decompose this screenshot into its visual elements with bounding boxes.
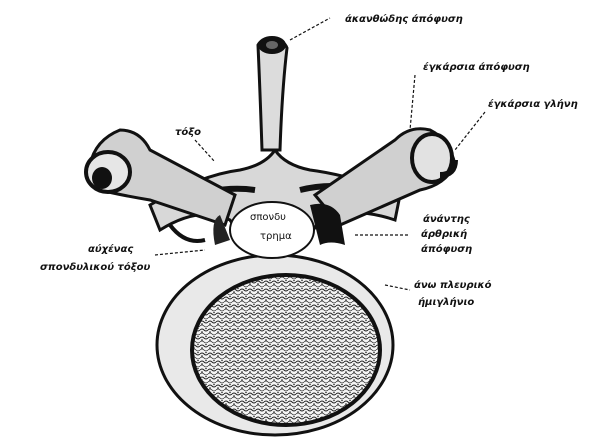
label-superior-articular-line1: άνάντης [423,214,470,226]
leader-arch [195,140,215,162]
label-costal-facet-line2: ήμιγλήνιο [418,297,474,309]
label-neck-line2: σπονδυλικού τόξου [40,262,150,274]
label-spinous-process: άκανθώδης άπόφυση [345,14,463,26]
label-transverse-facet: έγκάρσια γλήνη [488,99,578,111]
spinous-process [258,36,287,150]
vertebral-body [157,255,393,435]
label-arch: τόξο [175,127,201,139]
label-transverse-process: έγκάρσια άπόφυση [423,62,530,74]
label-costal-facet-line1: άνω πλευρικό [414,280,491,292]
leader-transverse-process [410,75,415,130]
label-superior-articular-line3: άπόφυση [421,244,472,256]
label-foramen-line1: σπονδυ [250,212,286,224]
label-neck-line1: αύχένας [88,244,133,256]
leader-spinous [290,18,330,40]
label-superior-articular-line2: άρθρική [421,229,467,241]
leader-transverse-facet [455,112,485,150]
leader-costal-facet [385,285,410,290]
leader-neck [155,250,205,255]
vertebral-foramen [230,202,314,258]
label-foramen-line2: τρημα [260,231,292,243]
